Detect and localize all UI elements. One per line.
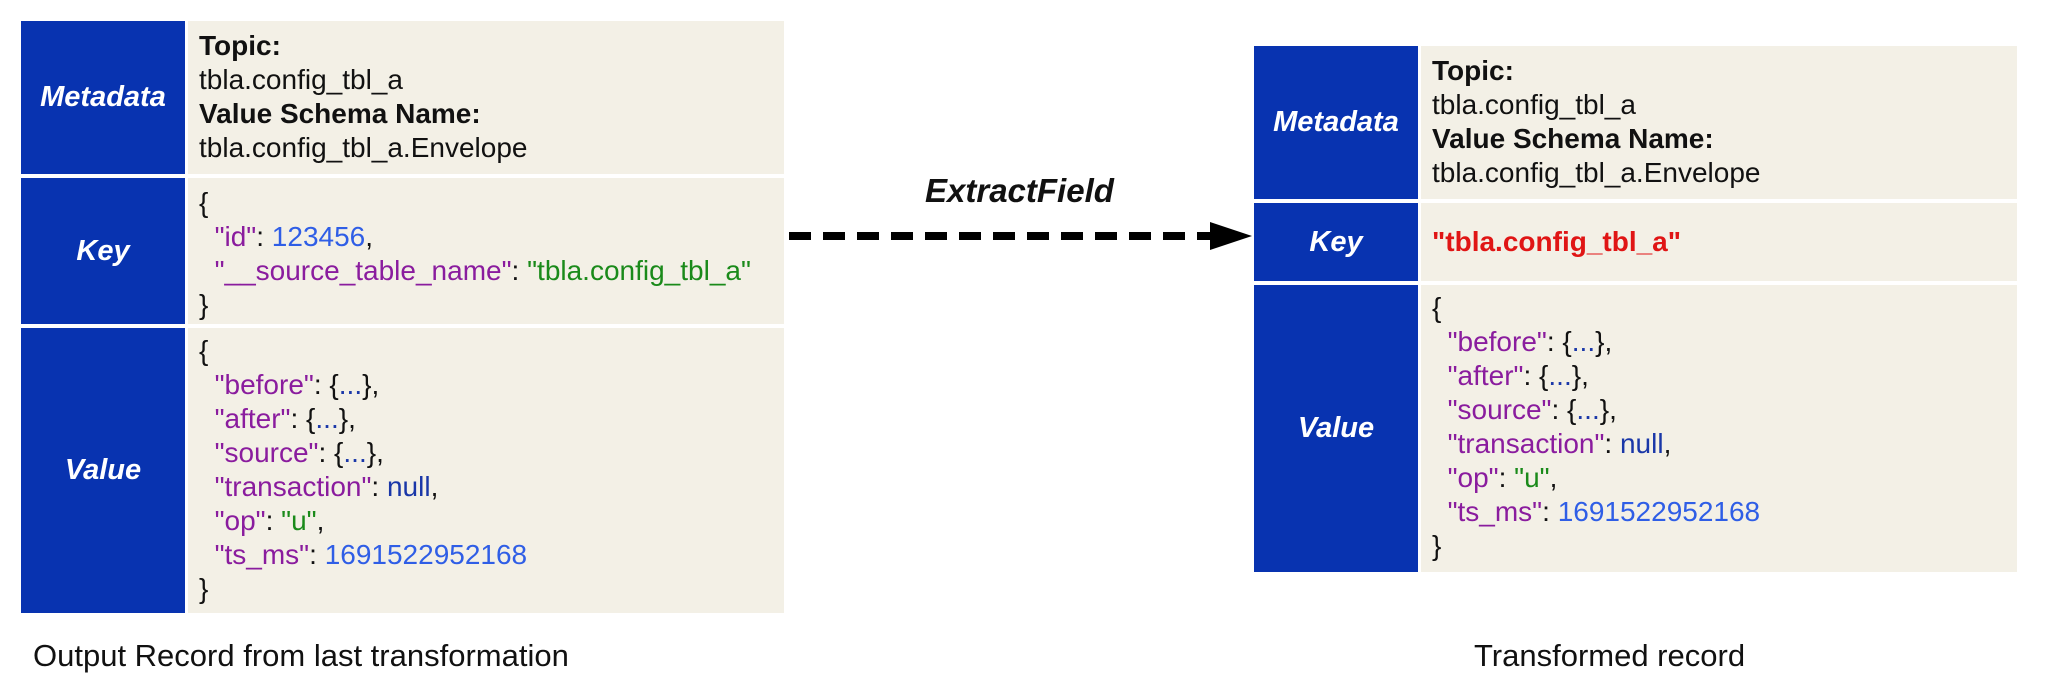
- json-key: "transaction": [214, 471, 372, 502]
- transformed-op-line: "op": "u",: [1447, 462, 1558, 493]
- source-caption: Output Record from last transformation: [33, 638, 569, 673]
- source-before-line: "before": {...},: [214, 369, 380, 400]
- transformed-value-content: { "before": {...}, "after": {...}, "sour…: [1421, 285, 2017, 572]
- transformed-metadata-content: Topic: tbla.config_tbl_a Value Schema Na…: [1421, 46, 2017, 199]
- json-key: "before": [214, 369, 314, 400]
- json-number: 123456: [271, 221, 366, 252]
- source-metadata-label: Metadata: [21, 21, 185, 174]
- ellipsis: ...: [1576, 394, 1600, 425]
- transformed-source-line: "source": {...},: [1447, 394, 1617, 425]
- source-after-line: "after": {...},: [214, 403, 356, 434]
- source-transaction-line: "transaction": null,: [214, 471, 439, 502]
- source-topic-value: tbla.config_tbl_a: [199, 64, 403, 95]
- json-number: 1691522952168: [1557, 496, 1761, 527]
- transformed-caption: Transformed record: [1474, 638, 1746, 673]
- source-value-label: Value: [21, 328, 185, 613]
- json-key: "op": [1447, 462, 1499, 493]
- source-value-open-brace: {: [199, 335, 209, 366]
- source-value-content: { "before": {...}, "after": {...}, "sour…: [188, 328, 784, 613]
- source-value-close-brace: }: [199, 573, 209, 604]
- transformed-key-content: "tbla.config_tbl_a": [1421, 203, 2017, 281]
- source-value-row: Value { "before": {...}, "after": {...},…: [21, 328, 784, 613]
- json-string: "u": [281, 505, 317, 536]
- transformed-ts-line: "ts_ms": 1691522952168: [1447, 496, 1761, 527]
- json-null: null: [1619, 428, 1664, 459]
- source-metadata-row: Metadata Topic: tbla.config_tbl_a Value …: [21, 21, 784, 174]
- json-key: "before": [1447, 326, 1547, 357]
- transformed-value-row: Value { "before": {...}, "after": {...},…: [1254, 285, 2017, 572]
- json-key: "after": [1447, 360, 1524, 391]
- source-ts-line: "ts_ms": 1691522952168: [214, 539, 528, 570]
- source-source-line: "source": {...},: [214, 437, 384, 468]
- source-key-content: { "id": 123456, "__source_table_name": "…: [188, 178, 784, 324]
- transformed-schema-label: Value Schema Name:: [1432, 123, 1714, 154]
- transformed-record: Metadata Topic: tbla.config_tbl_a Value …: [1254, 46, 2017, 572]
- json-key: "source": [214, 437, 319, 468]
- transform-label: ExtractField: [925, 172, 1114, 209]
- source-key-id-line: "id": 123456,: [214, 221, 374, 252]
- ellipsis: ...: [1571, 326, 1596, 357]
- json-null: null: [386, 471, 431, 502]
- transformed-topic-label: Topic:: [1432, 55, 1514, 86]
- ellipsis: ...: [1548, 360, 1572, 391]
- source-key-label: Key: [21, 178, 185, 324]
- transformed-metadata-row: Metadata Topic: tbla.config_tbl_a Value …: [1254, 46, 2017, 199]
- source-topic-label: Topic:: [199, 30, 281, 61]
- json-key: "id": [214, 221, 257, 252]
- transformed-transaction-line: "transaction": null,: [1447, 428, 1672, 459]
- json-key: "ts_ms": [1447, 496, 1543, 527]
- transformed-value-label: Value: [1254, 285, 1418, 572]
- json-number: 1691522952168: [324, 539, 528, 570]
- source-key-table-line: "__source_table_name": "tbla.config_tbl_…: [214, 255, 751, 286]
- json-key: "ts_ms": [214, 539, 310, 570]
- ellipsis: ...: [338, 369, 363, 400]
- transform-arrow: [789, 222, 1252, 250]
- transformed-before-line: "before": {...},: [1447, 326, 1613, 357]
- source-schema-label: Value Schema Name:: [199, 98, 481, 129]
- json-key: "after": [214, 403, 291, 434]
- ellipsis: ...: [343, 437, 367, 468]
- source-op-line: "op": "u",: [214, 505, 325, 536]
- transformed-schema-value: tbla.config_tbl_a.Envelope: [1432, 157, 1761, 188]
- json-key: "op": [214, 505, 266, 536]
- arrow-head: [1210, 222, 1252, 250]
- source-key-open-brace: {: [199, 187, 209, 218]
- transformed-key-label: Key: [1254, 203, 1418, 281]
- json-key: "transaction": [1447, 428, 1605, 459]
- json-string: "u": [1514, 462, 1550, 493]
- source-key-close-brace: }: [199, 289, 209, 320]
- source-schema-value: tbla.config_tbl_a.Envelope: [199, 132, 528, 163]
- transformed-value-open-brace: {: [1432, 292, 1442, 323]
- ellipsis: ...: [315, 403, 339, 434]
- extracted-key-value: "tbla.config_tbl_a": [1432, 226, 1682, 257]
- transformed-value-close-brace: }: [1432, 530, 1442, 561]
- source-metadata-content: Topic: tbla.config_tbl_a Value Schema Na…: [188, 21, 784, 174]
- json-key: "__source_table_name": [214, 255, 512, 286]
- transformed-key-row: Key "tbla.config_tbl_a": [1254, 203, 2017, 281]
- transformed-after-line: "after": {...},: [1447, 360, 1589, 391]
- json-key: "source": [1447, 394, 1552, 425]
- transformed-metadata-label: Metadata: [1254, 46, 1418, 199]
- source-record: Metadata Topic: tbla.config_tbl_a Value …: [21, 21, 784, 613]
- transformed-topic-value: tbla.config_tbl_a: [1432, 89, 1636, 120]
- json-string: "tbla.config_tbl_a": [527, 255, 751, 286]
- source-key-row: Key { "id": 123456, "__source_table_name…: [21, 178, 784, 324]
